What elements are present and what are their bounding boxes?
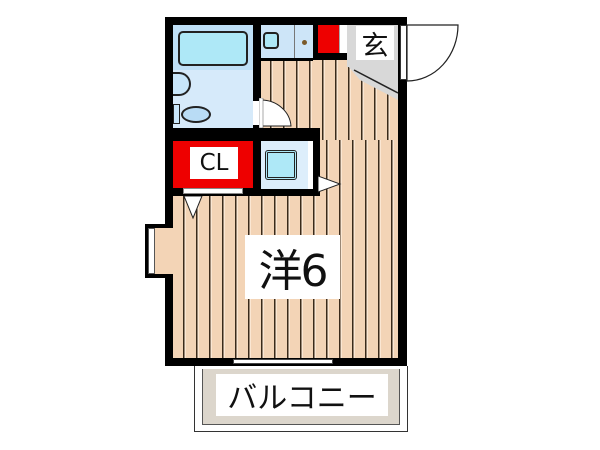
balcony-window[interactable] [233, 359, 333, 364]
bath-wall-right [253, 25, 261, 101]
shoe-cabinet [318, 25, 339, 53]
entrance-label: 玄 [356, 26, 394, 62]
bathroom-door-swing-icon[interactable] [259, 98, 295, 128]
closet-door[interactable] [183, 188, 243, 194]
front-door-swing-icon[interactable] [406, 22, 461, 84]
washbasin-icon [263, 32, 279, 49]
outer-wall-top [165, 17, 407, 25]
sink-icon [173, 72, 191, 96]
western-room-label: 洋6 [245, 235, 340, 299]
window-bay-floor [155, 228, 173, 274]
closet-label: CL [190, 147, 238, 179]
toilet-bowl-icon [181, 106, 211, 123]
hall-wall-top [253, 58, 313, 61]
laundry-door-arrow-icon [318, 175, 342, 193]
entrance-step [347, 55, 398, 100]
entrance-wall-stub [339, 25, 347, 53]
closet-door-arrow-icon [183, 196, 203, 220]
outer-wall-right [398, 17, 407, 366]
washbasin-divider [294, 25, 295, 60]
bathtub-icon [178, 31, 248, 66]
toilet-tank-icon [173, 104, 180, 124]
drain-icon [302, 40, 307, 45]
window-icon[interactable] [148, 228, 155, 274]
washing-machine-icon [265, 150, 297, 180]
balcony-label: バルコニー [216, 374, 388, 416]
closet-wall-top [165, 128, 320, 140]
